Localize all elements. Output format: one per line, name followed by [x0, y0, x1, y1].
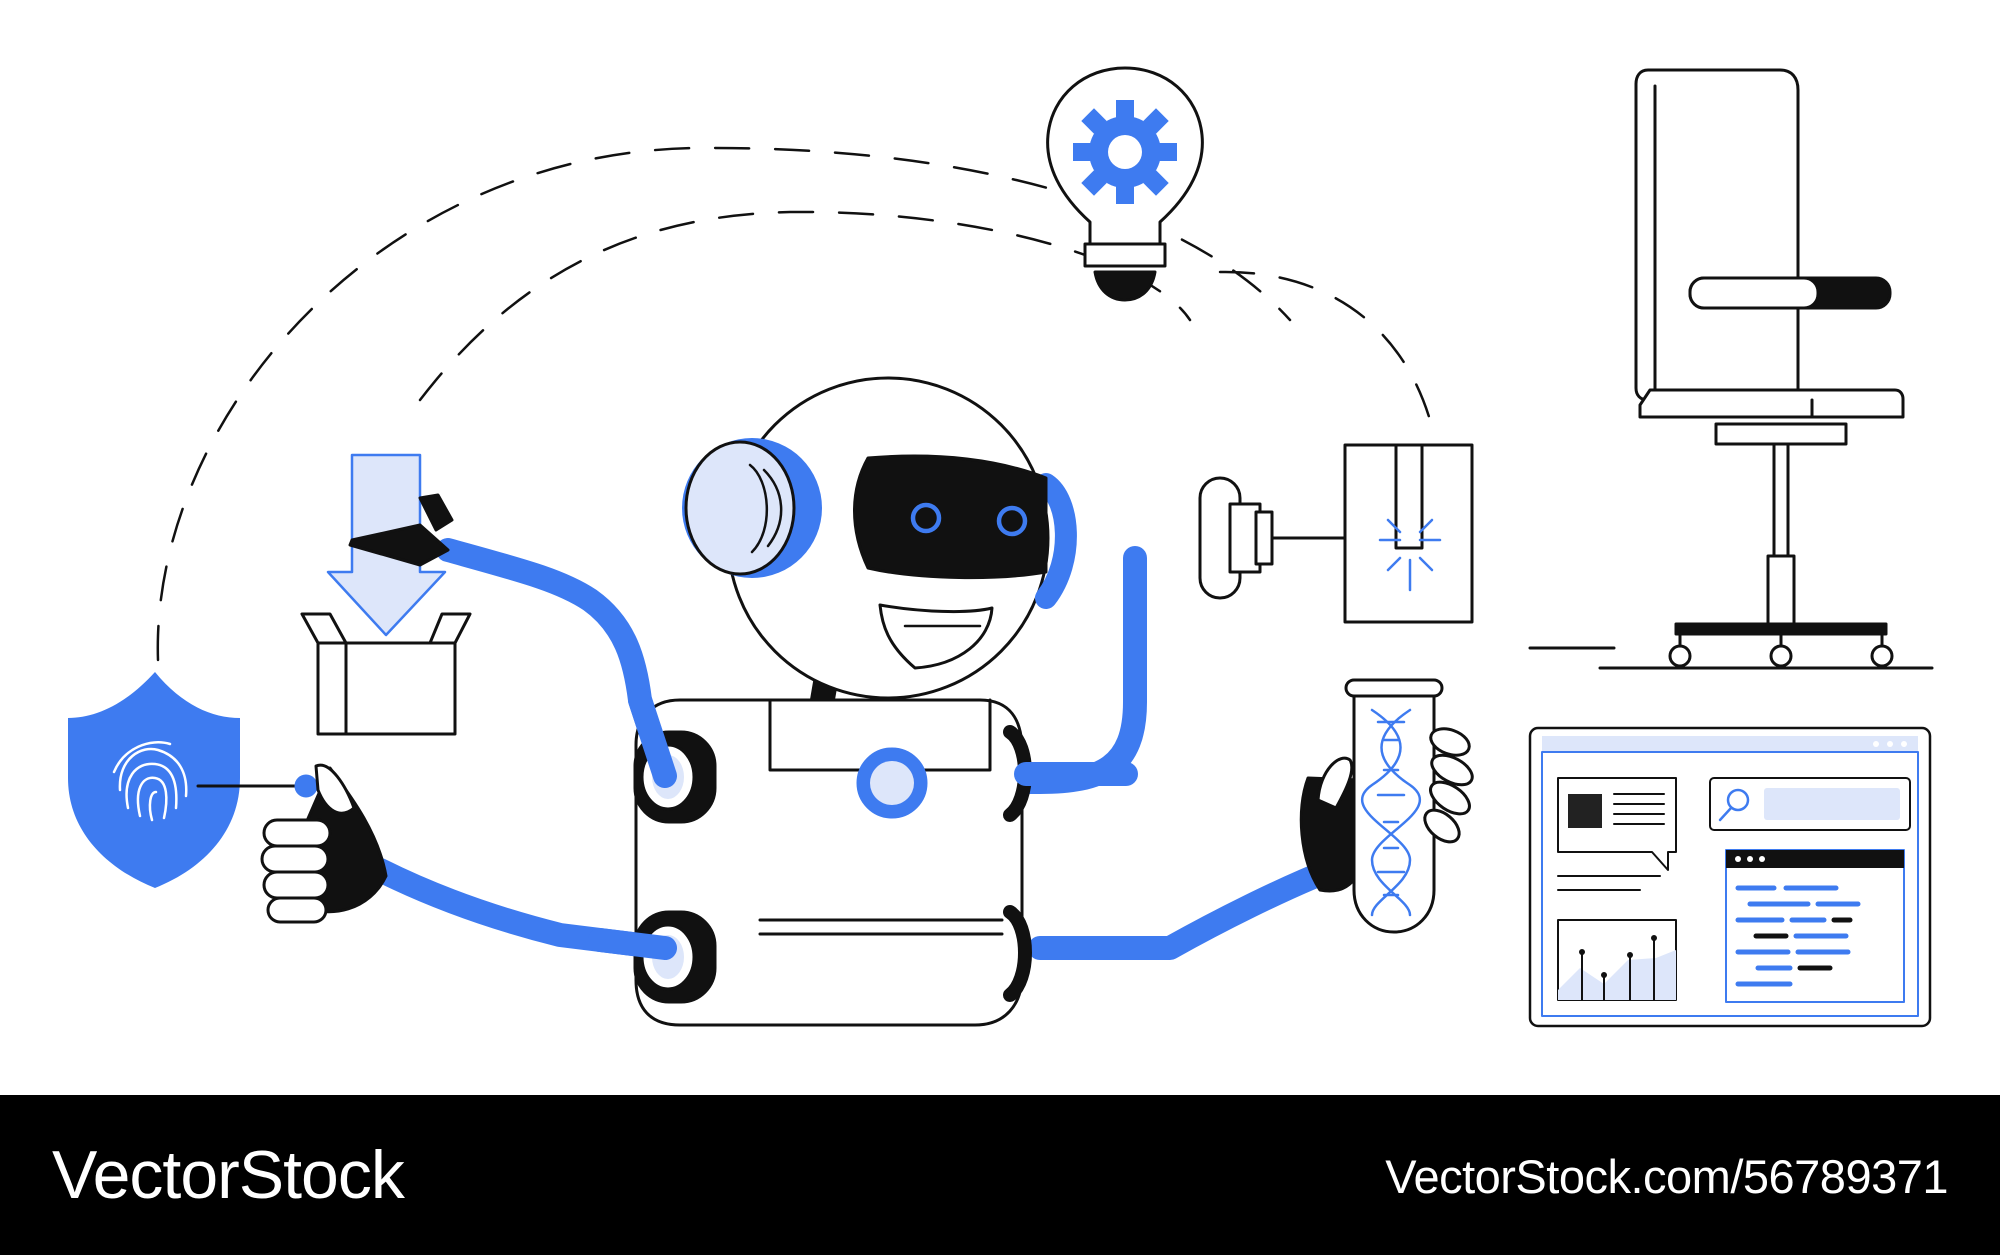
brand-name: VectorStock	[52, 1137, 405, 1213]
security-shield-fingerprint-icon	[68, 672, 318, 888]
robot-icon	[260, 376, 1138, 1027]
footer-bar: VectorStock VectorStock.com/56789371	[0, 1095, 2000, 1255]
office-chair-icon	[1528, 68, 1934, 670]
dashboard-window-icon	[1528, 726, 1932, 1028]
robot-automation-illustration	[68, 66, 1934, 1028]
lightbulb-gear-icon	[1046, 66, 1204, 302]
download-box-icon	[300, 453, 472, 736]
dna-test-tube-icon	[1028, 678, 1474, 960]
brand-url: VectorStock.com/56789371	[1385, 1150, 1948, 1203]
